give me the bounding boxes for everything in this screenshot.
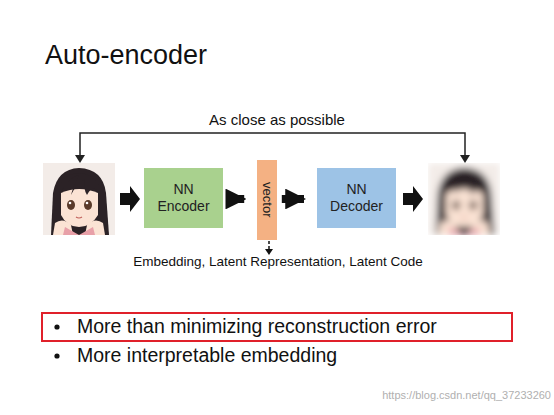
bullet-text: More than minimizing reconstruction erro… — [77, 315, 437, 338]
embedding-label: Embedding, Latent Representation, Latent… — [133, 254, 423, 269]
node-text: NN Decoder — [321, 181, 392, 215]
feedback-label: As close as possible — [206, 111, 348, 128]
block-arrow — [228, 195, 244, 203]
watermark: https://blog.csdn.net/qq_37233260 — [382, 389, 551, 401]
bullet-text: More interpretable embedding — [77, 344, 337, 367]
encoder-box: NN Encoder — [144, 168, 223, 228]
vector-box: vector — [257, 160, 277, 240]
node-text: NN Encoder — [148, 181, 219, 215]
block-arrow — [282, 195, 304, 203]
slide-title: Auto-encoder — [45, 40, 207, 71]
decoder-box: NN Decoder — [317, 168, 396, 228]
node-text: vector — [259, 182, 275, 217]
